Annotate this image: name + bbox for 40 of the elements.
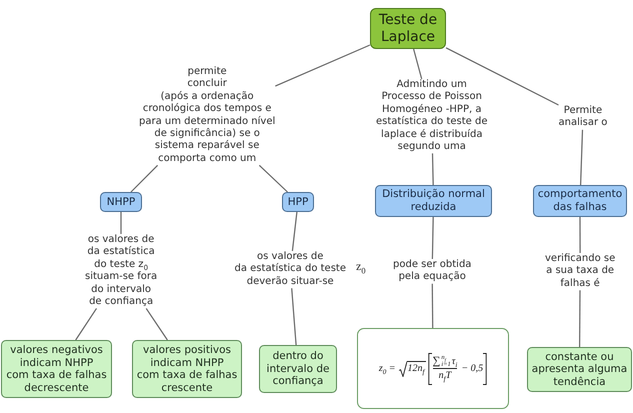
connector-line: [580, 130, 584, 186]
connector-line: [292, 212, 298, 252]
result-box: dentro do intervalo de confiança: [259, 345, 337, 393]
concept-box: comportamento das falhas: [533, 185, 627, 217]
connector-line: [130, 164, 158, 192]
connector-line: [275, 44, 370, 87]
connector-line: [120, 212, 122, 234]
connector-line: [413, 48, 422, 80]
linking-phrase: Admitindo um Processo de Poisson Homogéneo -HPP, a estatística do teste de laplace é distribuída segundo uma: [376, 79, 488, 154]
main-concept-box: Teste de Laplace: [370, 8, 446, 49]
formula-term: − 0,5: [461, 363, 484, 374]
connector-line: [146, 308, 168, 340]
concept-box: HPP: [282, 192, 314, 212]
connector-line: [432, 284, 434, 328]
linking-phrase: os valores de da estatística do teste z$_{0}$ situam-se fora do intervalo de confiança: [85, 234, 158, 308]
connector-line: [432, 153, 434, 186]
concept-box: Distribuição normal reduzida: [375, 185, 492, 217]
linking-phrase: verificando se a sua taxa de falhas é: [545, 253, 616, 290]
concept-box: NHPP: [100, 192, 142, 212]
formula-box: [357, 328, 509, 409]
connector-line: [291, 288, 297, 346]
result-box: valores negativos indicam NHPP com taxa de falhas decrescente: [1, 340, 112, 398]
formula-term: 12n$_{f}$: [406, 360, 426, 374]
connector-line: [432, 216, 434, 260]
connector-line: [75, 308, 97, 340]
result-box: constante ou apresenta alguma tendência: [527, 347, 632, 392]
variable-label: z$_{0}$: [356, 259, 366, 274]
linking-phrase: Permite analisar o: [558, 105, 608, 130]
formula-term: τ$_{i}$: [452, 355, 458, 368]
linking-phrase: os valores de da estatística do teste deverão situar-se: [234, 251, 346, 288]
linking-phrase: permite concluir (após a ordenação cronológica dos tempos e para um determinado nível de significância) se o sistema reparável se comporta como um: [139, 66, 276, 166]
connector-line: [446, 47, 559, 106]
sum-symbol: ∑: [432, 355, 440, 368]
formula-term: z$_{0}$ =: [378, 363, 396, 374]
formula-term: n$_{f}$T: [438, 369, 452, 382]
connector-line: [258, 164, 288, 192]
linking-phrase: pode ser obtida pela equação: [393, 259, 472, 284]
result-box: valores positivos indicam NHPP com taxa de falhas crescente: [132, 340, 242, 398]
connector-line: [579, 217, 581, 253]
connector-line: [579, 290, 581, 347]
